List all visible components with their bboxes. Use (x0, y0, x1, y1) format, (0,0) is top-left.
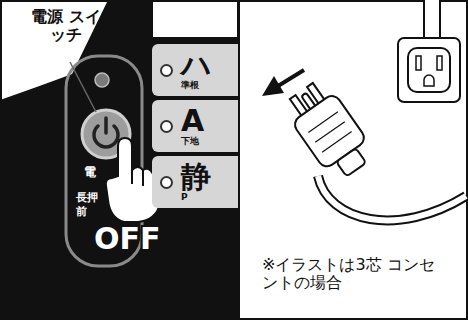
mode-lamp (160, 176, 173, 189)
note: ※イラストは3芯 コンセントの場合 (262, 256, 440, 293)
plug (280, 76, 378, 184)
mode-text: A下地 (181, 105, 204, 146)
outlet-box (398, 38, 460, 102)
mode-subtext: 下地 (181, 137, 204, 147)
mode-button: A下地 (152, 100, 238, 152)
mode-lamp (160, 64, 173, 77)
mode-text: 静P (181, 161, 211, 202)
mode-text: ハ準根 (181, 49, 212, 90)
mode-button: 静P (152, 156, 238, 208)
outlet-slot (437, 56, 442, 70)
divider (238, 0, 240, 320)
outlet-face (408, 48, 450, 92)
leader-line (70, 62, 96, 112)
power-icon (104, 118, 108, 133)
panel-text: 長押 (76, 192, 110, 205)
mode-lamp (160, 120, 173, 133)
mode-initial: 静 (181, 161, 211, 193)
mode-button: ハ準根 (152, 44, 238, 96)
plug-cord (318, 176, 466, 220)
outlet-cable (424, 0, 440, 40)
panel-text: 前 (76, 206, 92, 219)
part-label: 電源 スイッチ (30, 8, 102, 45)
pull-arrow (278, 70, 304, 86)
device-body (0, 0, 238, 320)
mode-subtext: P (181, 193, 211, 203)
mode-subtext: 準根 (181, 81, 212, 91)
mode-initial: A (181, 105, 204, 137)
outlet-slot (416, 56, 421, 70)
plug-cord (318, 176, 466, 220)
panel-window (152, 0, 238, 38)
panel-text: 電 (84, 166, 104, 180)
outlet-ground (424, 75, 434, 86)
mode-initial: ハ (181, 49, 212, 81)
indicator-lamp (95, 73, 109, 87)
pull-arrow (262, 76, 284, 96)
action-label: OFF (94, 222, 174, 257)
